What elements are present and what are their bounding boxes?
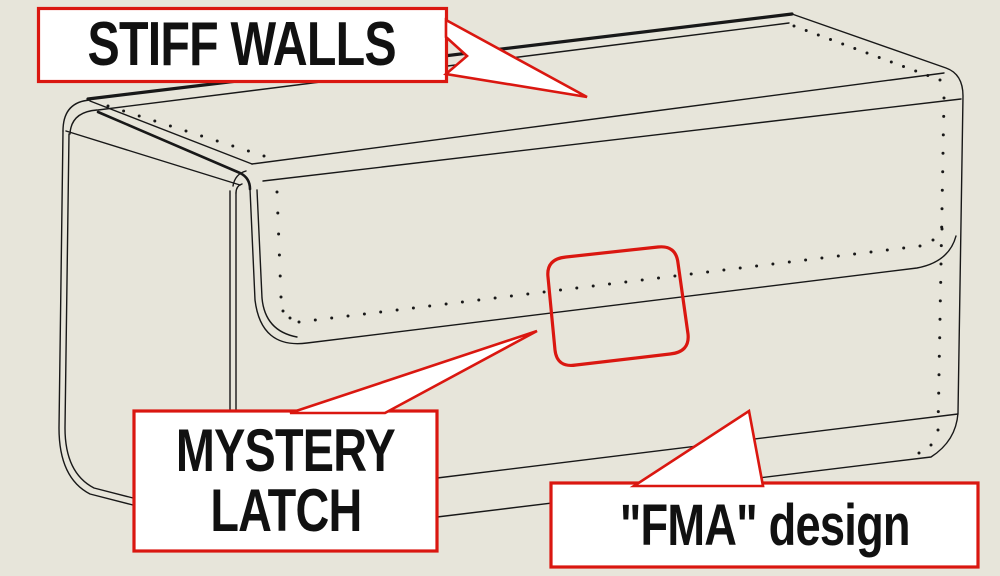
flap-left-band-fold — [96, 110, 252, 191]
flap-left-inner-edge — [256, 189, 298, 338]
flap-left-band-upper — [89, 100, 253, 165]
flap-fold-upper — [251, 72, 945, 165]
stitch-dots — [106, 24, 946, 455]
corner-knot-arc-b — [235, 183, 243, 194]
latch-highlight-box — [546, 245, 690, 368]
stiff-walls-arrow — [443, 17, 588, 99]
flap-bottom-outline — [249, 188, 957, 345]
fma-design-box — [549, 481, 980, 569]
stiff-walls-box — [36, 6, 449, 84]
flap-fold-lower — [262, 98, 962, 182]
fma-design-arrow — [629, 408, 765, 488]
corner-knot-arc-a — [232, 170, 247, 187]
panel-left-outline-outer — [58, 130, 134, 506]
case-right-silhouette — [436, 13, 964, 518]
panel-corner-arc-outer — [62, 99, 91, 132]
panel-top-edge — [65, 130, 241, 186]
panel-left-outline-inner — [64, 133, 134, 499]
panel-corner-arc-inner — [69, 109, 98, 135]
mystery-latch-box — [132, 409, 439, 553]
mystery-latch-arrow — [289, 329, 538, 415]
